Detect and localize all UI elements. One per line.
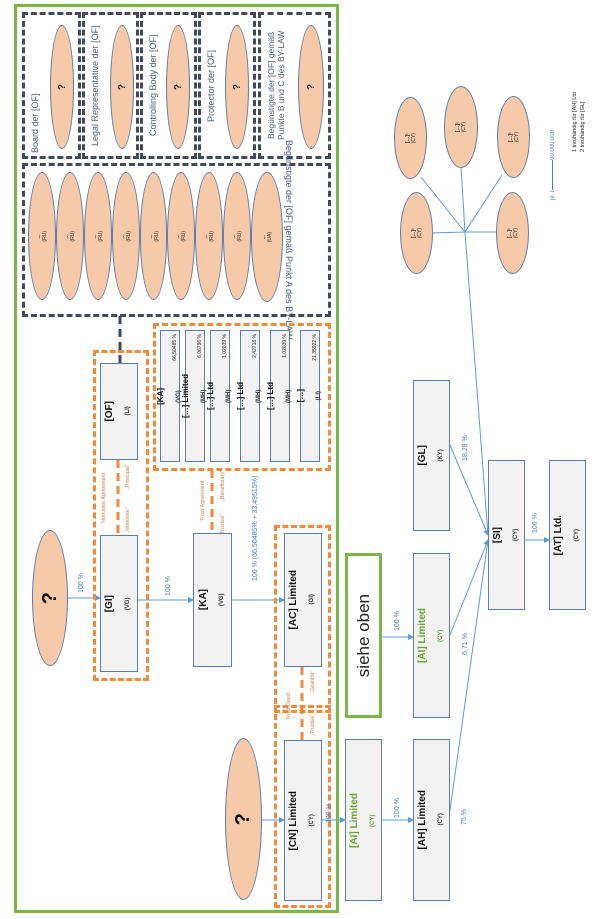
trust-agreement-label: Trust Agreement — [200, 480, 206, 521]
nominee-agreement-label: Nominee Agreement — [101, 472, 107, 523]
entity-ai-top: [AI] Limited(CY) — [413, 553, 450, 718]
pct-label: 100 % (66,50485% + 33,49515%) — [252, 475, 259, 581]
person-ellipse: ? — [298, 25, 324, 149]
small-holder-ellipse: […]¹(CY) — [496, 192, 529, 274]
role-label: Controlling Body der [OF] — [148, 34, 158, 137]
beneficiary-ellipse: ...(RU) — [167, 172, 196, 300]
role-label: Protector der [OF] — [206, 49, 216, 122]
of-role-legal-rep — [82, 12, 139, 159]
pct-label: 75 % — [461, 809, 468, 825]
role-label: Begünstigte der [OF] gemäß Punkte B und … — [266, 30, 286, 141]
pct-label: 100 % — [78, 573, 85, 593]
unknown-owner-ellipse: ? — [32, 530, 68, 666]
of-role-controlling-body — [140, 12, 197, 159]
role-label: Board der [OF] — [30, 93, 40, 153]
beneficiary-ellipse: ...(UA) — [251, 172, 283, 302]
grantor-label: „Grantor“ — [310, 670, 316, 694]
shareholder-box: […](LI)21,35922 % — [296, 330, 322, 462]
entity-ah: [AH] Limited(CY) — [413, 739, 450, 901]
entity-gl: [GL](KY) — [413, 380, 450, 531]
entity-ai-bottom: [AI] Limited(CY) — [345, 739, 382, 901]
footnote: 1 treuhändig für [AH] Ltd — [572, 92, 578, 152]
pct-label: 100 % — [165, 576, 172, 596]
nominee-label: „Nominee“ — [125, 507, 131, 533]
role-label: Legal Representative der [OF] — [90, 25, 100, 146]
small-holder-ellipse: […]¹(CY) — [497, 96, 530, 178]
beneficiary-ellipse: ...(RU) — [55, 172, 84, 300]
shareholders-list: [KA](VG)66,50485 % […] Limited(MH)6,0679… — [156, 330, 322, 462]
principal-label: „Principal“ — [125, 464, 131, 490]
unknown-owner-ellipse: ? — [225, 738, 262, 900]
pct-label: 100 % — [326, 803, 333, 823]
beneficiary-ellipse: ...(RU) — [83, 172, 112, 300]
trust-deed-group-ac — [274, 525, 331, 713]
of-role-board — [22, 12, 81, 159]
small-holder-ellipse: […]¹(CY) — [394, 97, 427, 179]
shareholders-group — [153, 323, 331, 471]
person-ellipse: ? — [110, 25, 134, 149]
person-ellipse: ? — [225, 25, 249, 149]
fraction-note: je 1 90.000.000 — [550, 129, 556, 200]
shareholder-box: […] Ltd(MH)1,02039 % — [206, 330, 232, 462]
shareholder-box: […] Ltd(MH)1,02039 % — [266, 330, 292, 462]
entity-cn: [CN] Limited(CY) — [284, 740, 322, 901]
of-role-beneficiaries-bc — [258, 12, 331, 159]
beneficiaries-a-list: ...(RU) ...(RU) ...(RU) ...(RU) ...(RU) … — [28, 172, 283, 302]
pct-label: 6,71 % — [462, 633, 469, 655]
of-structure-frame — [14, 4, 339, 913]
beneficiary-label: „Beneficiary“ — [220, 470, 226, 501]
pct-label: 18,29 % — [462, 435, 469, 461]
entity-gi: [GI](VG) — [100, 535, 138, 672]
pct-label: 100 % — [394, 798, 401, 818]
entity-at: [AT] Ltd.(CY) — [549, 460, 586, 610]
small-holder-ellipse: […]²(CY) — [444, 86, 478, 168]
pct-label: 100 % — [394, 611, 401, 631]
entity-ac: [AC] Limited(GI) — [284, 533, 322, 667]
beneficiary-ellipse: ...(RU) — [195, 172, 224, 300]
beneficiary-ellipse: ...(RU) — [111, 172, 140, 300]
siehe-oben-box: siehe oben — [345, 553, 382, 718]
beneficiaries-a-label: Begünstigte der [OF] gemäß Punkt A des B… — [284, 140, 294, 340]
person-ellipse: ? — [166, 25, 190, 149]
footnote: 2 treuhändig für [GL] — [580, 101, 586, 152]
pct-label: 100 % — [532, 513, 539, 533]
small-holder-ellipse: […]¹(CY) — [400, 192, 433, 274]
entity-of: [OF](LI) — [100, 363, 138, 460]
beneficiaries-a-group — [22, 163, 331, 317]
person-ellipse: ? — [50, 25, 74, 149]
beneficiary-ellipse: ...(RU) — [223, 172, 252, 300]
beneficiary-ellipse: ...(RU) — [28, 172, 56, 300]
shareholder-box: […] Limited(MH)6,06796 % — [181, 330, 207, 462]
of-role-protector — [198, 12, 256, 159]
nominee-group — [93, 350, 149, 681]
beneficiary-ellipse: ...(RU) — [139, 172, 168, 300]
entity-si: [SI](CY) — [488, 460, 525, 610]
trust-deed-group-cn — [274, 705, 331, 908]
shareholder-box: [KA](VG)66,50485 % — [156, 330, 182, 462]
shareholder-box: […] Ltd(MH)2,42718 % — [236, 330, 262, 462]
entity-ka: [KA](VG) — [193, 533, 232, 667]
